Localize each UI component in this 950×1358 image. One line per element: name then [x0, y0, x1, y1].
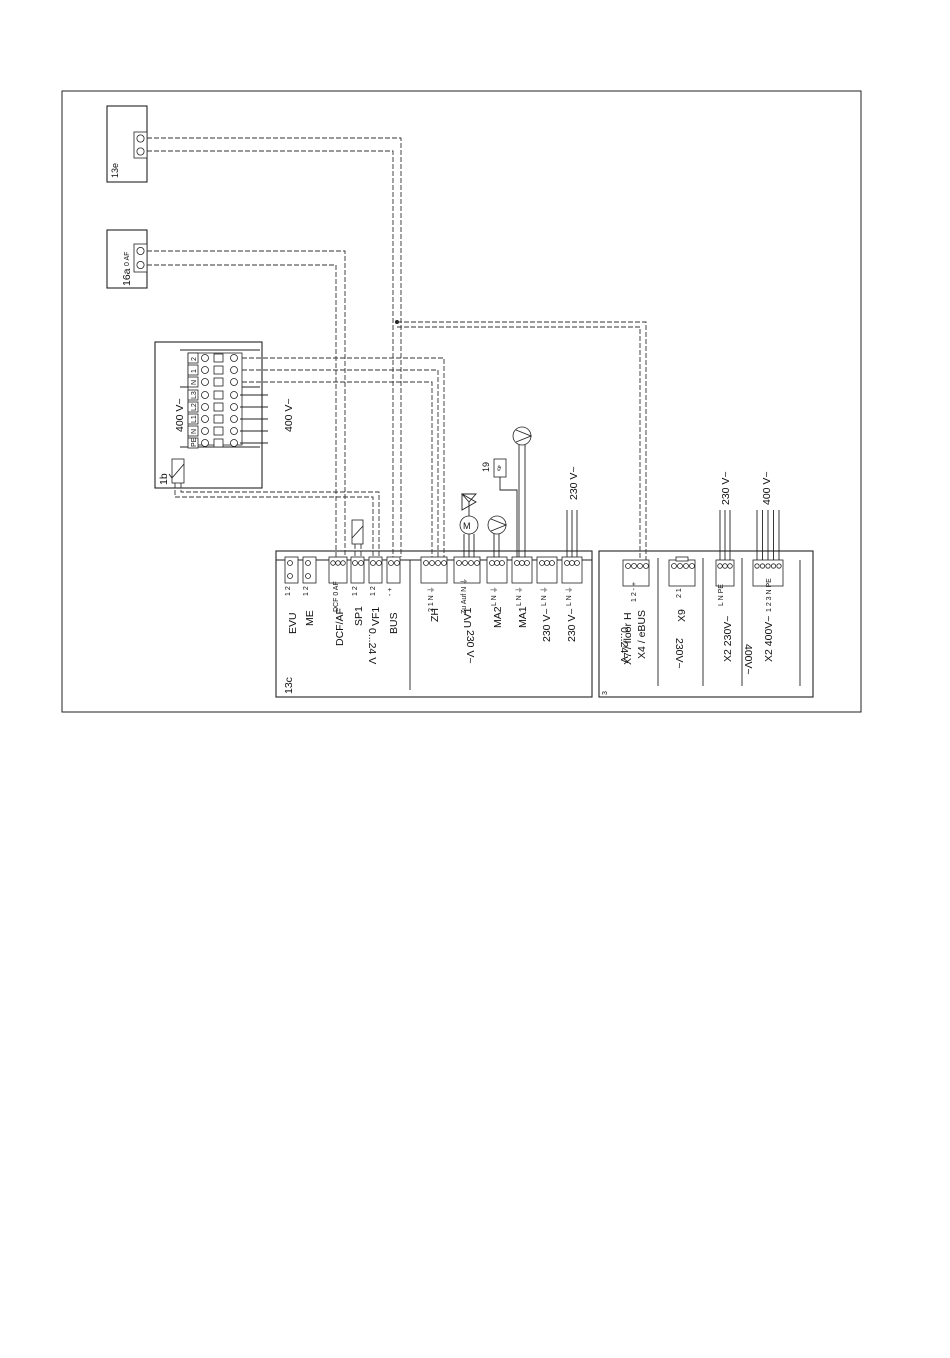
svg-text:M: M	[463, 521, 471, 531]
svg-text:X9: X9	[676, 609, 688, 622]
svg-text:VF1: VF1	[370, 607, 382, 626]
connector-ma1: MA1 L N ⏚	[511, 556, 533, 628]
connector-me: ME 1 2	[302, 556, 317, 626]
row-label-4: L3	[191, 391, 198, 399]
connector-bus: BUS - +	[386, 556, 401, 634]
component-19: ϑ 19	[481, 458, 507, 478]
module-13e-label: 13e	[110, 163, 120, 178]
board-3: 3 1 2 - + X7 / floor H X4 / eBUS 2 1 X9 …	[598, 550, 814, 698]
svg-text:X2 230V~: X2 230V~	[722, 616, 734, 662]
svg-text:1 2: 1 2	[370, 586, 377, 596]
connector-x2-400v: 1 2 3 N PE X2 400V~	[752, 559, 784, 662]
supply-right-400v-label: 400 V~	[761, 471, 773, 505]
connector-ma2: MA2 L N ⏚	[486, 556, 508, 628]
terminal-1b-left-voltage: 400 V~	[174, 398, 186, 432]
connector-uv1: UV1 Zu Auf N ⏚	[453, 556, 481, 628]
svg-text:1 2: 1 2	[285, 586, 292, 596]
svg-text:1 2: 1 2	[303, 586, 310, 596]
component-19-label: 19	[481, 462, 491, 472]
connector-dcf-af: DCF/AF DCF 0 AF	[328, 556, 348, 646]
connector-sp1: SP1 1 2	[350, 556, 365, 626]
svg-text:1 2: 1 2	[352, 586, 359, 596]
row-label-8: PE	[191, 437, 198, 447]
svg-text:BUS: BUS	[388, 612, 400, 634]
svg-text:- +: - +	[387, 588, 394, 596]
terminal-1b-right-voltage: 400 V~	[283, 398, 295, 432]
connector-vf1: VF1 1 2	[368, 556, 383, 626]
module-13e: 13e	[106, 105, 148, 183]
svg-text:1 2 3 N PE: 1 2 3 N PE	[766, 578, 773, 612]
row-label-5: L2	[191, 403, 198, 411]
svg-text:Zu Auf N ⏚: Zu Auf N ⏚	[460, 578, 468, 614]
svg-text:X4 / eBUS: X4 / eBUS	[636, 610, 648, 659]
module-16a-label: 16a	[121, 268, 133, 286]
row-label-6: L1	[191, 415, 198, 423]
supply-right-230v-label: 230 V~	[720, 471, 732, 505]
connector-230v-b: 230 V~ L N ⏚	[561, 556, 583, 642]
module-16a: 16a 0 AF	[106, 229, 148, 289]
svg-text:X7 / floor H: X7 / floor H	[622, 612, 634, 665]
connector-zh: ZH 2 1 N ⏚	[420, 556, 448, 622]
svg-text:ZH: ZH	[429, 608, 441, 622]
svg-text:L N ⏚: L N ⏚	[540, 586, 548, 606]
svg-text:1 2 - +: 1 2 - +	[631, 582, 638, 602]
connector-x7-x4: 1 2 - + X7 / floor H X4 / eBUS	[622, 559, 650, 665]
svg-text:EVU: EVU	[287, 612, 299, 634]
svg-text:MA1: MA1	[517, 606, 529, 628]
svg-text:X2 400V~: X2 400V~	[763, 616, 775, 662]
board-13c: 13c 0...24 V 230 V~ EVU 1 2 ME 1 2 DCF/A…	[275, 550, 593, 698]
board-13c-label: 13c	[283, 677, 295, 694]
row-label-7: N	[191, 429, 198, 434]
board-3-low-voltage: 0...24 V	[618, 627, 630, 663]
motor-valve-uv1-icon: M	[459, 493, 479, 535]
svg-text:ϑ: ϑ	[497, 466, 501, 473]
svg-text:UV1: UV1	[462, 607, 474, 628]
connector-x9: 2 1 X9	[668, 556, 696, 622]
svg-text:SP1: SP1	[353, 606, 365, 626]
svg-text:MA2: MA2	[492, 606, 504, 628]
connector-evu: EVU 1 2	[284, 556, 299, 634]
terminal-block-1b: 2 1 N L3 L2 L1 N PE 400 V~ 400 V~ 1b	[154, 341, 295, 489]
row-label-2: 1	[191, 369, 198, 373]
svg-text:2 1 N ⏚: 2 1 N ⏚	[427, 586, 435, 612]
board-3-label: 3	[602, 691, 609, 695]
svg-text:DCF 0 AF: DCF 0 AF	[333, 581, 340, 612]
terminal-block-1b-label: 1b	[158, 473, 170, 485]
svg-text:L N ⏚: L N ⏚	[565, 586, 573, 606]
row-label-1: 2	[191, 357, 198, 361]
board-3-400v: 400V~	[742, 644, 754, 675]
supply-230v-label: 230 V~	[568, 466, 580, 500]
wiring	[147, 137, 780, 560]
board-13c-low-voltage: 0...24 V	[366, 628, 378, 664]
svg-text:DCF/AF: DCF/AF	[334, 608, 346, 646]
pump-ma1-icon	[512, 426, 533, 446]
board-13c-high-voltage: 230 V~	[464, 630, 476, 664]
svg-text:L N PE: L N PE	[718, 584, 725, 606]
board-3-230v: 230V~	[673, 638, 685, 669]
svg-text:230 V~: 230 V~	[566, 608, 578, 642]
svg-text:230 V~: 230 V~	[541, 608, 553, 642]
diagram-frame	[61, 90, 862, 713]
svg-text:ME: ME	[304, 610, 316, 626]
svg-text:L N ⏚: L N ⏚	[490, 586, 498, 606]
row-label-3: N	[191, 380, 198, 385]
connector-x2-230v: L N PE X2 230V~	[715, 559, 735, 662]
svg-text:2 1: 2 1	[676, 588, 683, 598]
module-16a-pins: 0 AF	[124, 252, 131, 266]
svg-text:L N ⏚: L N ⏚	[515, 586, 523, 606]
connector-230v-a: 230 V~ L N ⏚	[536, 556, 558, 642]
terminal-rows: 2 1 N L3 L2 L1 N PE	[187, 352, 238, 449]
pump-ma2-icon	[487, 515, 508, 535]
